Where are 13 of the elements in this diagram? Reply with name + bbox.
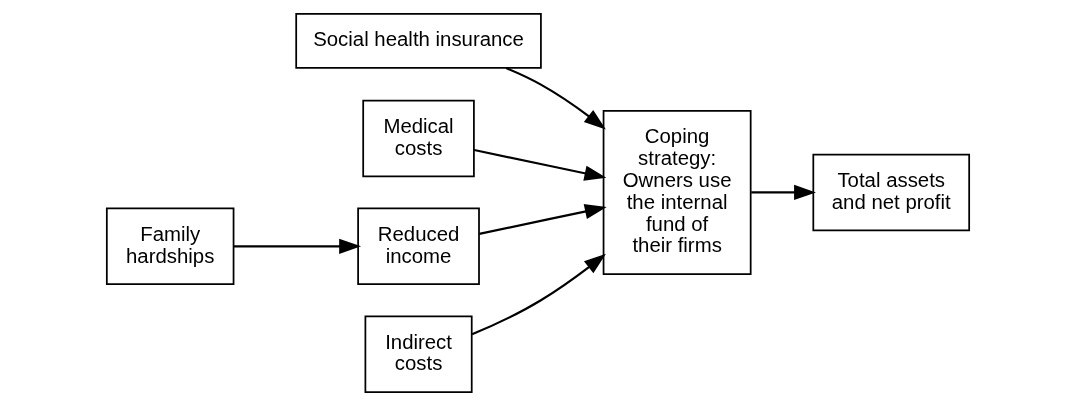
arrow bbox=[751, 184, 816, 201]
arrow bbox=[233, 238, 362, 254]
arrow bbox=[471, 253, 606, 336]
node-box: Reduced income bbox=[357, 207, 480, 286]
node-box: Indirect costs bbox=[364, 315, 473, 393]
node-box: Total assets and net profit bbox=[812, 153, 971, 232]
arrow bbox=[479, 204, 607, 235]
node-box: Medical costs bbox=[362, 99, 475, 178]
node-box: Social health insurance bbox=[295, 13, 542, 69]
arrow bbox=[474, 148, 607, 181]
arrow bbox=[505, 67, 606, 130]
node-box: Family hardships bbox=[105, 207, 235, 286]
node-box: Coping strategy: Owners use the internal fund of their firms bbox=[602, 110, 752, 275]
